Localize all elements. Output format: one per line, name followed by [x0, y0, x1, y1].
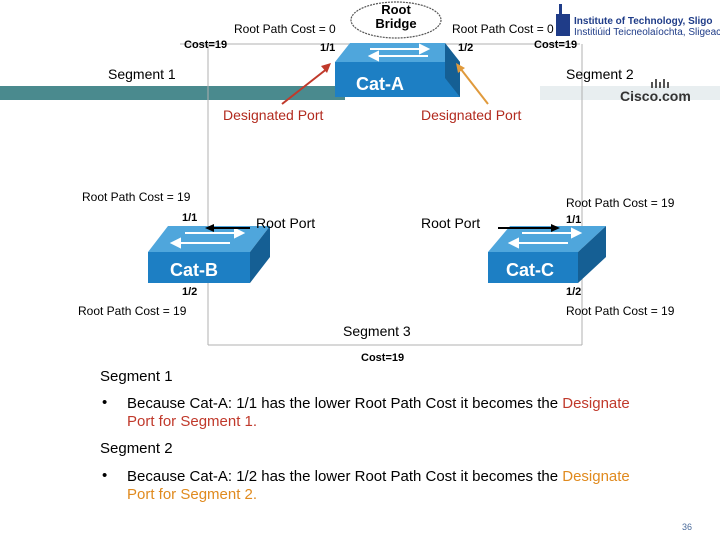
cisco-com-label: Cisco.com [620, 88, 691, 104]
notes-bullet-2: • [102, 467, 108, 484]
cost-bottom: Cost=19 [361, 352, 405, 364]
cat-c-port-11: 1/1 [566, 214, 582, 226]
switch-cat-a [335, 43, 460, 97]
segment3-label: Segment 3 [343, 323, 411, 339]
designated-port-left: Designated Port [223, 107, 324, 123]
root-bridge-ellipse [350, 1, 442, 39]
root-path-cost-left: Root Path Cost = 0 [234, 22, 336, 36]
root-bridge-label: Root Bridge [375, 2, 417, 31]
cost-left: Cost=19 [184, 39, 228, 51]
switch-cat-b [148, 226, 270, 283]
cat-a-port-11: 1/1 [320, 42, 336, 54]
cat-a-label: Cat-A [356, 74, 404, 94]
cat-c-label: Cat-C [506, 260, 554, 280]
root-path-cost-right: Root Path Cost = 0 [452, 22, 554, 36]
page-number: 36 [682, 522, 693, 532]
segment2-label: Segment 2 [566, 66, 634, 82]
notes-bullet-1: • [102, 394, 108, 411]
rpc-cat-b-top: Root Path Cost = 19 [82, 190, 191, 204]
designated-arrow-left [281, 67, 329, 105]
institute-shield-icon [556, 4, 570, 36]
cat-b-port-12: 1/2 [182, 286, 198, 298]
root-port-left: Root Port [256, 215, 316, 231]
cisco-logo-icon [651, 79, 669, 88]
designated-arrow-right [459, 67, 489, 105]
cat-b-port-11: 1/1 [182, 212, 198, 224]
segment1-label: Segment 1 [108, 66, 176, 82]
notes-segment2-heading: Segment 2 [100, 440, 173, 457]
cat-a-port-12: 1/2 [458, 42, 474, 54]
rpc-cat-b-bottom: Root Path Cost = 19 [78, 304, 187, 318]
institute-name: Institute of Technology, Sligo Institiúi… [574, 16, 720, 38]
banner-left [0, 86, 345, 100]
root-port-right: Root Port [421, 215, 481, 231]
notes-segment1-heading: Segment 1 [100, 368, 173, 385]
switch-cat-c [488, 226, 606, 283]
rpc-cat-c-top: Root Path Cost = 19 [566, 196, 675, 210]
cost-right: Cost=19 [534, 39, 578, 51]
cat-b-label: Cat-B [170, 260, 218, 280]
designated-port-right: Designated Port [421, 107, 522, 123]
banner-right [540, 86, 720, 100]
notes-segment2-text: Because Cat-A: 1/2 has the lower Root Pa… [127, 468, 630, 503]
rpc-cat-c-bottom: Root Path Cost = 19 [566, 304, 675, 318]
notes-segment1-text: Because Cat-A: 1/1 has the lower Root Pa… [127, 395, 630, 430]
cat-c-port-12: 1/2 [566, 286, 582, 298]
